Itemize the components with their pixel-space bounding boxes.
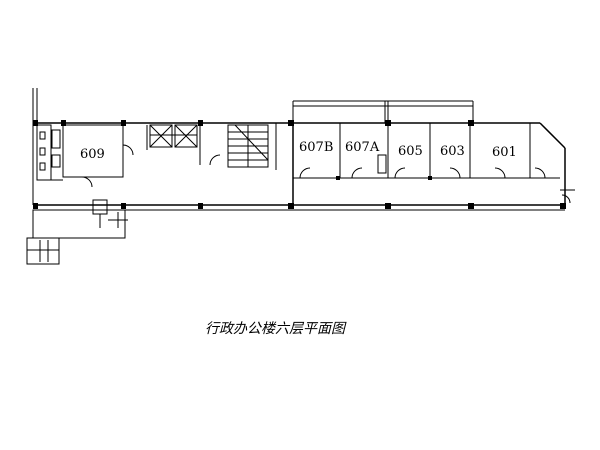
elevator-shafts: [146, 124, 201, 165]
plan-caption: 行政办公楼六层平面图: [205, 321, 345, 337]
room-label-609: 609: [80, 147, 105, 162]
room-label-607a: 607A: [345, 140, 380, 155]
office-doors: [299, 167, 546, 179]
room-label-603: 603: [440, 144, 465, 159]
east-exit: [560, 189, 575, 204]
office-row-walls: [292, 123, 560, 205]
room-label-601: 601: [492, 145, 517, 160]
room-label-605: 605: [398, 144, 423, 159]
toilet-block: [36, 124, 63, 181]
building-outer-walls: [33, 122, 566, 211]
southwest-annex: [26, 209, 126, 265]
balcony-strip: [292, 100, 474, 123]
structural-columns: [33, 120, 566, 209]
room-label-607b: 607B: [299, 140, 333, 155]
stairwell: [209, 123, 277, 170]
column-box: [377, 154, 387, 174]
west-service-block: [62, 124, 134, 188]
room-labels: 609 607B 607A 605 603 601: [80, 140, 517, 162]
